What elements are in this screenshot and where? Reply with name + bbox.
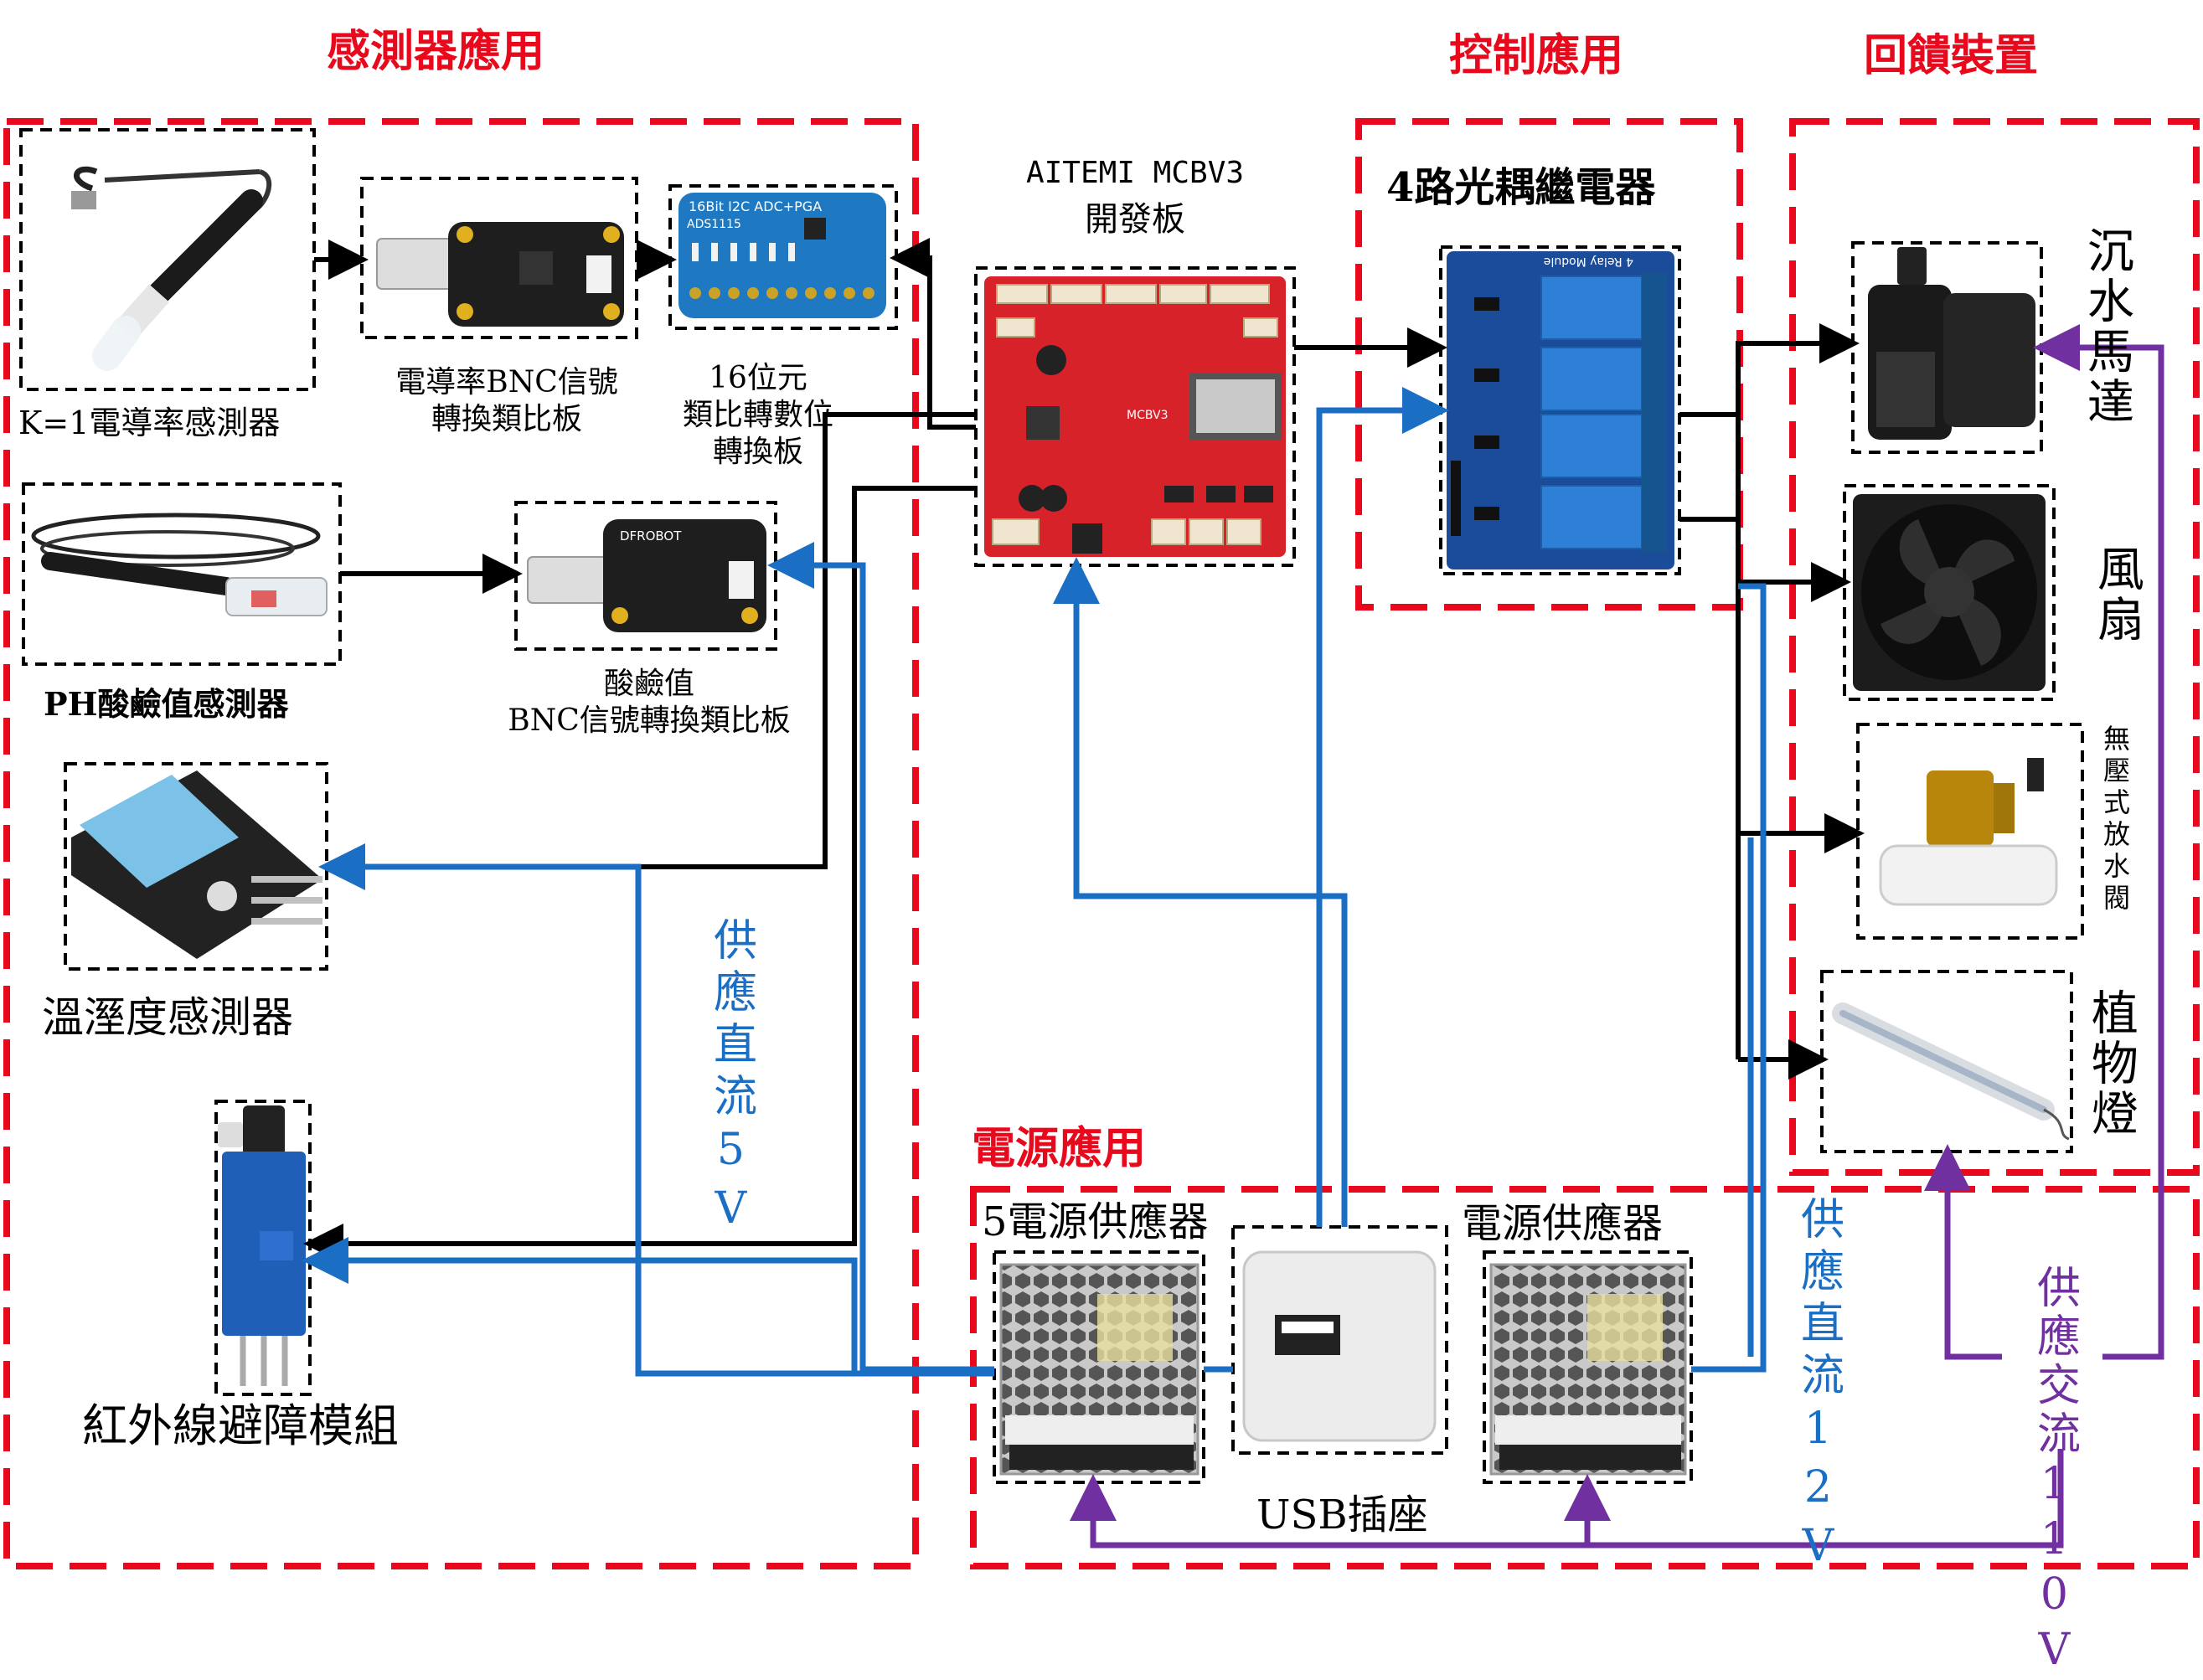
dc12-to-relay	[1691, 583, 1767, 1373]
label-adc: 16位元 類比轉數位 轉換板	[682, 361, 833, 469]
dc-power-lines	[302, 387, 1767, 1377]
mcbv3-board-image: MCBV3	[984, 276, 1286, 557]
ac-to-pump	[2033, 324, 2164, 1360]
section-title-sensor: 感測器應用	[327, 26, 545, 77]
mcbv3-silk-text: MCBV3	[1127, 409, 1169, 422]
label-valve: 無壓式放水閥	[2099, 724, 2132, 915]
label-ec-probe: K=1電導率感測器	[18, 405, 281, 441]
ph-board-image: DFROBOT	[527, 519, 766, 632]
valve-box	[1856, 723, 2084, 940]
ec-probe-image	[71, 166, 272, 371]
line-board-to-dht	[327, 412, 976, 869]
relay-to-pump	[1679, 323, 1860, 417]
ac-power-lines	[1070, 324, 2164, 1549]
fan-image	[1853, 494, 2046, 691]
usb-box	[1231, 1225, 1448, 1455]
adc-board-image: 16Bit I2C ADC+PGA ADS1115	[678, 193, 886, 318]
dht-box	[64, 762, 328, 971]
signal-lines	[303, 238, 1865, 1264]
label-dc5: 供應直流5V	[705, 917, 756, 1242]
board-sub: 開發板	[1085, 200, 1185, 239]
ir-module-image	[218, 1105, 306, 1386]
label-pump: 沉水馬達	[2079, 226, 2134, 427]
relay-title: 4路光耦繼電器	[1386, 164, 1656, 211]
dht-sensor-image	[71, 770, 322, 959]
usb-to-board	[1053, 557, 1348, 1227]
usb-to-relay	[1316, 387, 1449, 1227]
ac-to-light	[1924, 1144, 2002, 1360]
arrow-board-to-adc	[890, 238, 976, 430]
usb-adapter-image	[1242, 1250, 1437, 1442]
section-title-control: 控制應用	[1449, 30, 1624, 81]
label-dc12: 供應直流12V	[1793, 1196, 1844, 1580]
label-light: 植物燈	[2083, 988, 2139, 1139]
label-psu5: 5電源供應器	[982, 1198, 1209, 1245]
adc-silk-text: 16Bit I2C ADC+PGA	[689, 198, 822, 214]
dc5-to-ph-board	[767, 542, 994, 1373]
label-usb: USB插座	[1256, 1492, 1428, 1538]
relay-module-image: 4 Relay Module	[1447, 251, 1674, 569]
board-name: AITEMI MCBV3	[1025, 156, 1245, 190]
power-section-border	[970, 1186, 2200, 1569]
system-diagram: 16Bit I2C ADC+PGA ADS1115 MCBV3	[3, 118, 2200, 1569]
pump-image	[1868, 247, 2035, 440]
section-title-power: 電源應用	[972, 1123, 1147, 1174]
ec-board-image	[376, 222, 624, 327]
label-ph-board: 酸鹼值 BNC信號轉換類比板	[508, 667, 791, 738]
adc-chip-text: ADS1115	[687, 218, 741, 231]
sensor-section-border	[3, 118, 919, 1569]
relay-silk-text: 4 Relay Module	[1544, 255, 1633, 268]
label-fan: 風扇	[2089, 544, 2144, 645]
dc5-to-ir	[302, 1237, 994, 1377]
section-borders	[3, 118, 2200, 1569]
valve-image	[1879, 758, 2058, 906]
light-box	[1820, 970, 2073, 1153]
section-title-feedback: 回饋裝置	[1864, 30, 2039, 81]
dc5-to-dht	[318, 843, 994, 1377]
ec-probe-box	[19, 128, 316, 391]
label-ac110: 供應交流110V	[2027, 1265, 2081, 1680]
dfrobot-text: DFROBOT	[620, 528, 682, 544]
label-ec-board: 電導率BNC信號 轉換類比板	[395, 365, 618, 436]
label-ir: 紅外線避障模組	[82, 1399, 399, 1452]
ph-probe-image	[31, 513, 328, 616]
plant-light-image	[1832, 1002, 2070, 1141]
arrow-board-to-ir	[303, 486, 976, 1264]
feedback-section-border	[1789, 118, 2200, 1176]
ac-to-psus	[1070, 1449, 2064, 1549]
psu5-image	[999, 1263, 1200, 1476]
psu12-image	[1489, 1263, 1687, 1476]
label-ph-probe: PH酸鹼值感測器	[44, 685, 289, 723]
label-dht: 溫溼度感測器	[42, 993, 293, 1042]
label-psu12: 電源供應器	[1462, 1200, 1664, 1247]
